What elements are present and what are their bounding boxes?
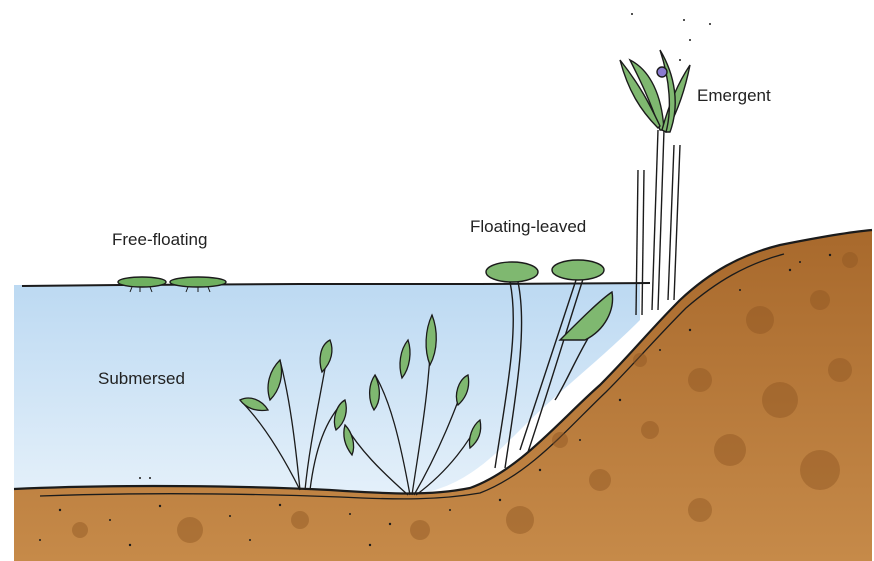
free-floating-plant: [170, 277, 226, 287]
floating-leaf-pad: [552, 260, 604, 280]
emergent-plants: [620, 50, 690, 315]
label-free-floating: Free-floating: [112, 230, 207, 250]
label-floating-leaved: Floating-leaved: [470, 217, 586, 237]
free-floating-plant: [118, 277, 166, 287]
flower-cluster: [657, 67, 667, 77]
floating-leaf-pad: [486, 262, 538, 282]
label-emergent: Emergent: [697, 86, 771, 106]
label-submersed: Submersed: [98, 369, 185, 389]
